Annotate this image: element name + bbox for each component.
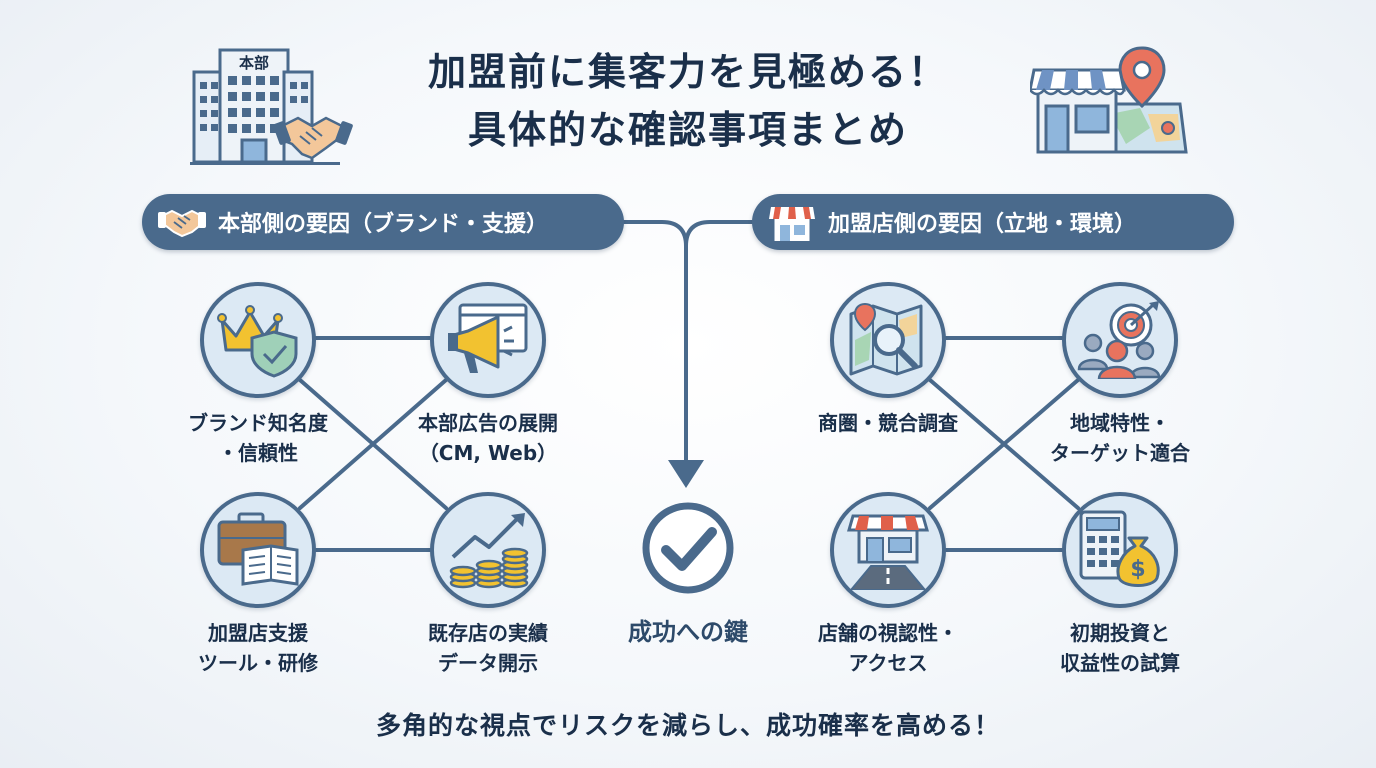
store-visibility-node: [830, 492, 946, 608]
svg-text:$: $: [1130, 557, 1145, 582]
existing-store-results-label: 既存店の実績 データ開示: [428, 621, 548, 675]
target-people-icon: [1077, 301, 1161, 379]
store-visibility-label: 店舗の視認性・ アクセス: [818, 621, 958, 675]
success-key-label: 成功への鍵: [628, 618, 748, 646]
franchisee-support-node: [200, 492, 316, 608]
bottom-message: 多角的な視点でリスクを減らし、成功確率を高める！: [375, 711, 1000, 740]
left-group-heading-label: 本部側の要因（ブランド・支援）: [218, 212, 549, 237]
map-pin-icon: [1102, 46, 1188, 154]
checkmark-circle-icon: [640, 500, 736, 596]
brand-trust-node: [200, 282, 316, 398]
regional-target-label: 地域特性・ ターゲット適合: [1050, 411, 1190, 465]
page-title-line2: 具体的な確認事項まとめ: [467, 108, 908, 152]
crown-shield-icon: [217, 305, 298, 378]
coins-growth-icon: [449, 513, 529, 589]
franchisee-support-label: 加盟店支援 ツール・研修: [198, 621, 318, 675]
right-group-heading: 加盟店側の要因（立地・環境）: [752, 194, 1234, 250]
right-group-heading-label: 加盟店側の要因（立地・環境）: [828, 212, 1137, 237]
megaphone-icon: [448, 303, 528, 373]
header-right-illustration: [1030, 44, 1190, 156]
storefront-icon: [766, 202, 818, 242]
building-sign: 本部: [239, 54, 269, 72]
calculator-money-icon: $: [1079, 510, 1160, 587]
header-left-illustration: 本部: [186, 44, 356, 168]
handshake-icon: [156, 202, 208, 242]
handshake-icon: [273, 116, 353, 160]
hq-advertising-node: [430, 282, 546, 398]
trade-area-survey-node: [830, 282, 946, 398]
trade-area-survey-label: 商圏・競合調査: [818, 411, 958, 435]
brand-trust-label: ブランド知名度 ・信頼性: [188, 411, 328, 465]
existing-store-results-node: [430, 492, 546, 608]
left-group-heading: 本部側の要因（ブランド・支援）: [142, 194, 624, 250]
map-search-icon: [849, 302, 923, 376]
page-title-line1: 加盟前に集客力を見極める！: [427, 50, 948, 94]
storefront-icon: [1030, 68, 1126, 154]
investment-profit-label: 初期投資と 収益性の試算: [1060, 621, 1180, 675]
hq-advertising-label: 本部広告の展開 （CM, Web）: [418, 411, 558, 465]
store-road-icon: [847, 514, 929, 590]
investment-profit-node: $: [1062, 492, 1178, 608]
regional-target-node: [1062, 282, 1178, 398]
briefcase-book-icon: [217, 512, 299, 586]
